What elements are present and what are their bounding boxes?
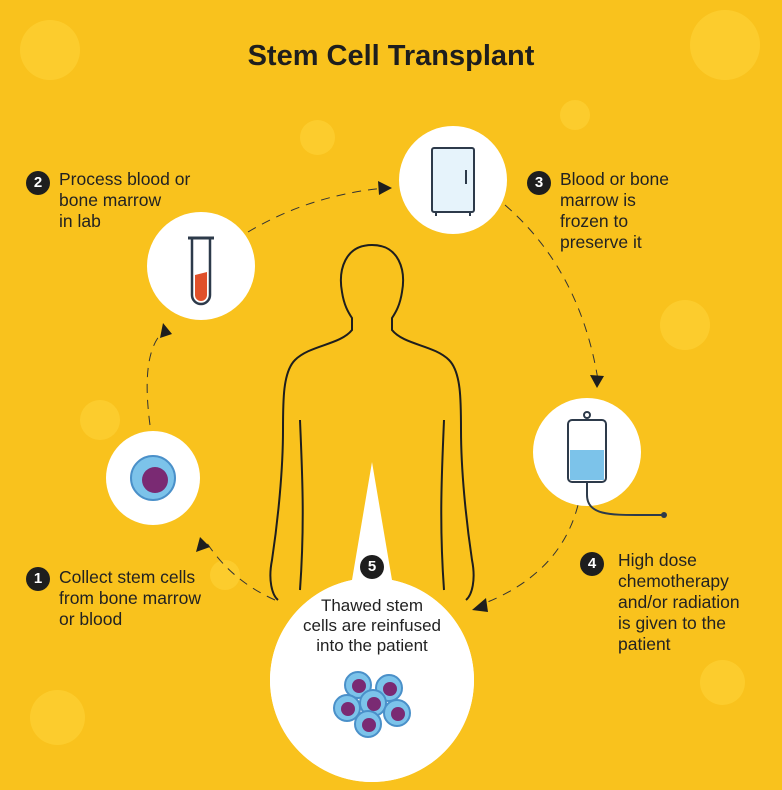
text-line: frozen to [560,211,629,231]
text-line: or blood [59,609,123,629]
text-line: and/or radiation [618,592,740,612]
arrow-icon [472,598,488,612]
text-line: Blood or bone [560,169,669,189]
text-line: in lab [59,211,101,231]
text-line: into the patient [316,636,428,655]
text-line: cells are reinfused [303,616,441,635]
step-4-badge: 4 [580,552,604,576]
arrow-icon [160,323,172,338]
text-line: bone marrow [59,190,162,210]
text-line: from bone marrow [59,588,201,608]
step-5-text: Thawed stem cells are reinfused into the… [282,596,462,656]
freezer-icon [431,147,475,216]
stem-cell-icon [130,455,176,501]
text-line: patient [618,634,671,654]
text-line: preserve it [560,232,642,252]
text-line: Thawed stem [320,596,424,615]
arrowheads [160,181,604,612]
iv-bag-icon [567,411,667,518]
arrow-icon [590,375,604,388]
text-line: is given to the [618,613,726,633]
text-line: chemotherapy [618,571,729,591]
text-line: High dose [618,550,697,570]
test-tube-icon [188,236,214,306]
step-3-text: Blood or bone marrow is frozen to preser… [560,169,669,253]
page-title: Stem Cell Transplant [247,40,535,72]
text-line: marrow is [560,190,636,210]
step-5-badge: 5 [360,555,384,579]
human-body-outline [269,244,475,601]
arrow-icon [196,537,210,552]
step-1-badge: 1 [26,567,50,591]
step-2-badge: 2 [26,171,50,195]
cycle-path [146,187,599,606]
text-line: Process blood or [59,169,191,189]
text-line: Collect stem cells [59,567,196,587]
step-4-text: High dose chemotherapy and/or radiation … [618,550,740,655]
step-2-text: Process blood or bone marrow in lab [59,169,190,232]
arrow-icon [378,181,392,195]
step-1-text: Collect stem cells from bone marrow or b… [59,567,201,630]
step-3-badge: 3 [527,171,551,195]
